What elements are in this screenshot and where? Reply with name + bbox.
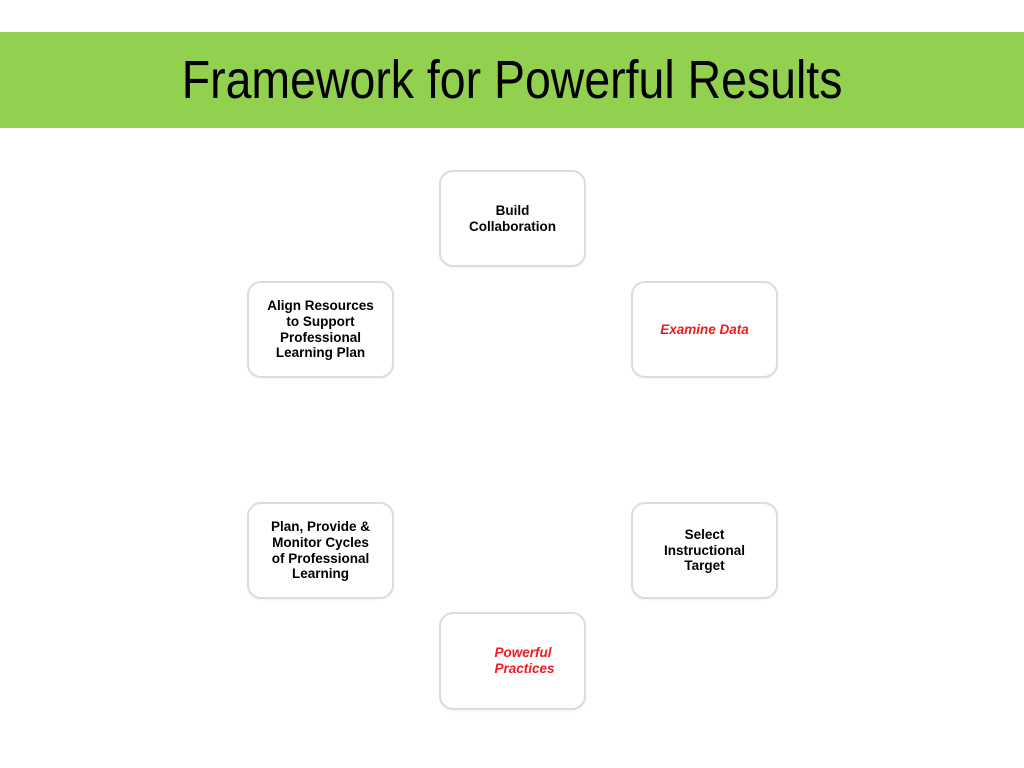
- diagram-node-build-collaboration[interactable]: Build Collaboration: [439, 170, 586, 267]
- title-banner: Framework for Powerful Results: [0, 32, 1024, 128]
- diagram-node-label: Powerful Practices: [494, 645, 555, 676]
- diagram-node-plan-provide-monitor[interactable]: Plan, Provide & Monitor Cycles of Profes…: [247, 502, 394, 599]
- diagram-node-label: Examine Data: [660, 321, 749, 337]
- page-title: Framework for Powerful Results: [181, 50, 843, 110]
- diagram-node-powerful-practices[interactable]: Powerful Practices: [439, 612, 586, 710]
- diagram-node-label: Select Instructional Target: [663, 526, 745, 574]
- diagram-node-examine-data[interactable]: Examine Data: [631, 281, 778, 378]
- diagram-node-align-resources[interactable]: Align Resources to Support Professional …: [247, 281, 394, 378]
- diagram-node-select-instructional-target[interactable]: Select Instructional Target: [631, 502, 778, 599]
- diagram-node-label: Plan, Provide & Monitor Cycles of Profes…: [270, 518, 371, 582]
- diagram-node-label: Align Resources to Support Professional …: [267, 297, 374, 361]
- diagram-node-label: Build Collaboration: [469, 202, 556, 234]
